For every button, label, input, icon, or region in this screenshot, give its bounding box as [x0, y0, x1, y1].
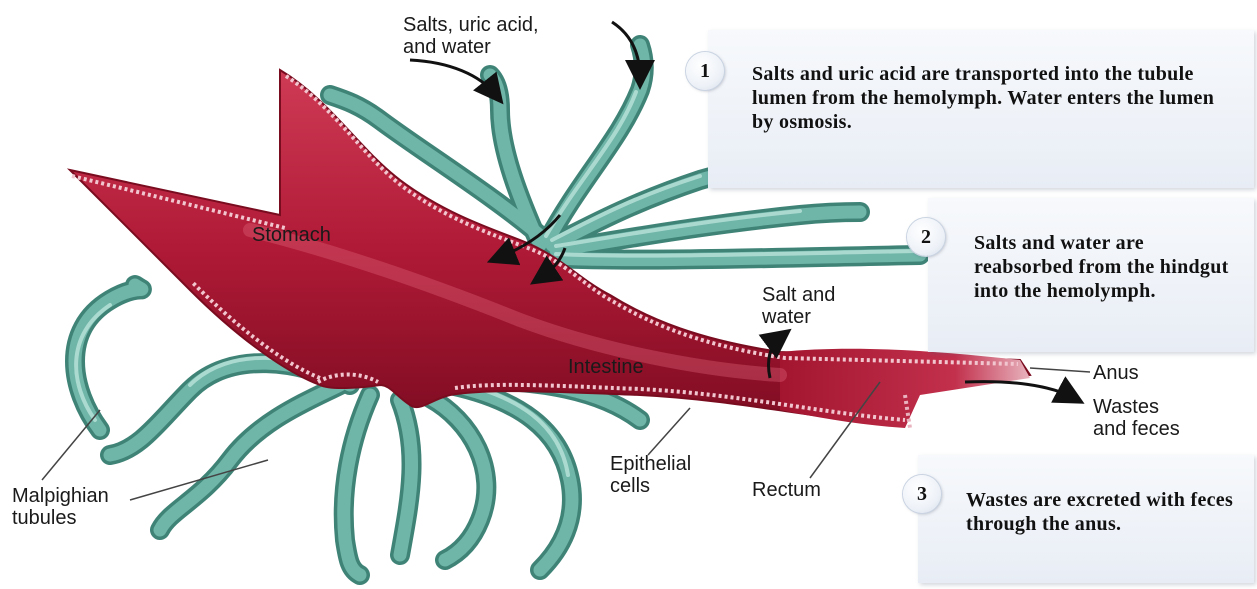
step-2-text: Salts and water are reabsorbed from the …: [974, 231, 1239, 303]
label-wastes-feces: Wastes and feces: [1093, 396, 1180, 440]
label-malpighian-tubules: Malpighian tubules: [12, 485, 109, 529]
leader-malpighian-1: [42, 410, 100, 480]
step-1-text: Salts and uric acid are transported into…: [752, 62, 1222, 134]
step-1-number: 1: [686, 52, 724, 90]
step-3-text: Wastes are excreted with feces through t…: [966, 488, 1236, 536]
step-2-number: 2: [907, 218, 945, 256]
label-intestine: Intestine: [568, 356, 644, 378]
leader-anus: [1030, 368, 1090, 372]
label-salt-and-water: Salt and water: [762, 284, 835, 328]
label-anus: Anus: [1093, 362, 1139, 384]
step-3-number: 3: [903, 475, 941, 513]
label-epithelial-cells: Epithelial cells: [610, 453, 691, 497]
label-salts-uric-water: Salts, uric acid, and water: [403, 14, 539, 58]
label-stomach: Stomach: [252, 224, 331, 246]
label-rectum: Rectum: [752, 479, 821, 501]
leader-epithelial: [648, 408, 690, 455]
